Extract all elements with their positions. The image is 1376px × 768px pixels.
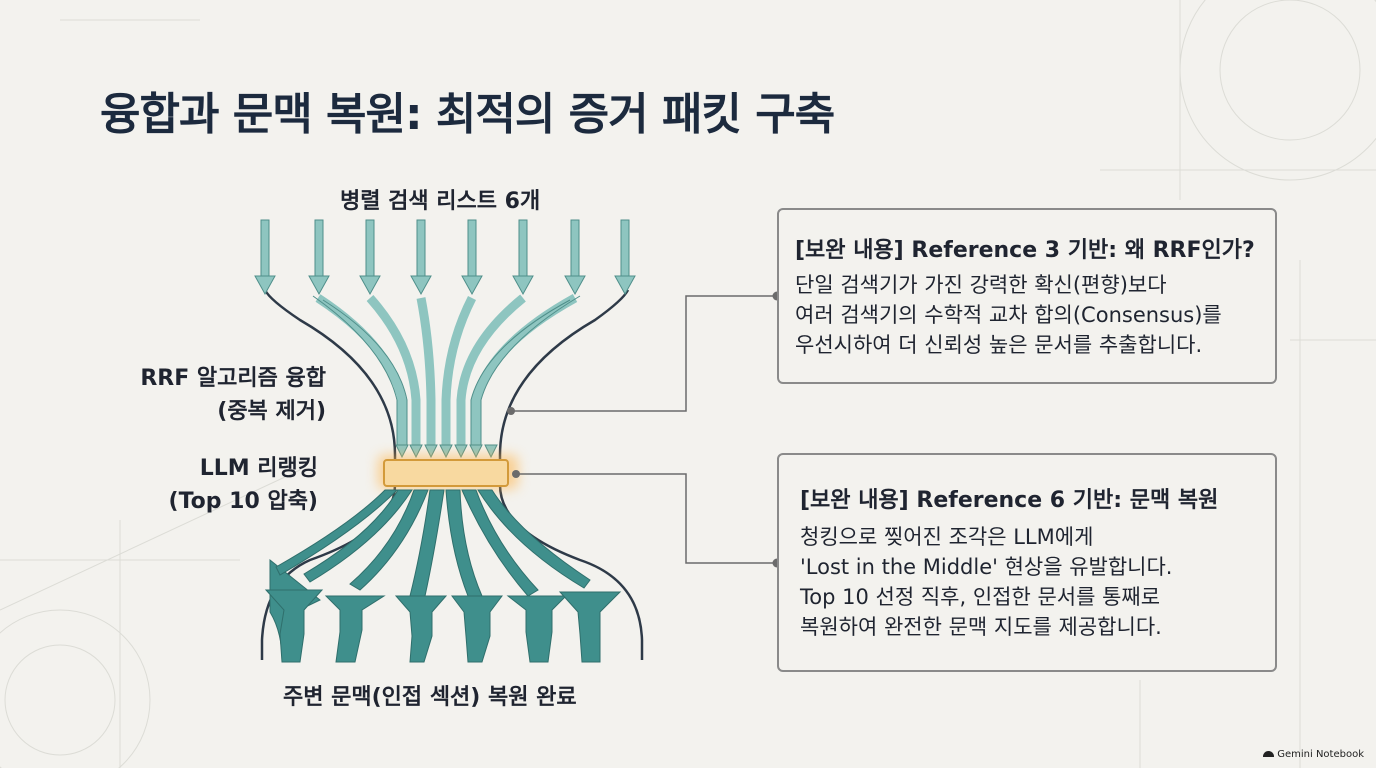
input-arrow <box>359 219 381 296</box>
context-restored-label: 주변 문맥(인접 섹션) 복원 완료 <box>283 685 577 710</box>
watermark-text: Gemini Notebook <box>1277 749 1364 760</box>
input-arrow <box>461 219 483 296</box>
input-arrow <box>564 219 586 296</box>
context-box-heading: [보완 내용] Reference 6 기반: 문맥 복원 <box>800 488 1219 513</box>
rrf-box-line: 여러 검색기의 수학적 교차 합의(Consensus)를 <box>795 303 1222 327</box>
input-arrow <box>254 219 276 296</box>
context-box-line: 복원하여 완전한 문맥 지도를 제공합니다. <box>800 615 1162 639</box>
context-box-line: 청킹으로 찢어진 조각은 LLM에게 <box>800 525 1094 549</box>
parallel-list-label: 병렬 검색 리스트 6개 <box>340 189 541 214</box>
context-box-line: 'Lost in the Middle' 현상을 유발합니다. <box>800 555 1173 579</box>
rrf-box-body: 단일 검색기가 가진 강력한 확신(편향)보다 여러 검색기의 수학적 교차 합… <box>795 270 1222 360</box>
input-arrow <box>308 219 330 296</box>
notebook-logo-icon <box>1263 751 1275 757</box>
rrf-box-heading: [보완 내용] Reference 3 기반: 왜 RRF인가? <box>795 238 1255 263</box>
output-arrow <box>324 489 429 663</box>
output-arrow <box>264 489 399 663</box>
page-title: 융합과 문맥 복원: 최적의 증거 패킷 구축 <box>100 89 835 140</box>
rrf-label: RRF 알고리즘 융합 (중복 제거) <box>140 362 326 428</box>
rrf-label-line1: RRF 알고리즘 융합 <box>140 366 326 391</box>
rerank-band <box>383 459 509 487</box>
context-box-line: Top 10 선정 직후, 인접한 문서를 통째로 <box>800 585 1161 609</box>
connector-rrf <box>511 295 777 412</box>
input-arrow <box>512 219 534 296</box>
rrf-explanation-box: [보완 내용] Reference 3 기반: 왜 RRF인가? 단일 검색기가… <box>777 208 1277 384</box>
context-restore-box: [보완 내용] Reference 6 기반: 문맥 복원 청킹으로 찢어진 조… <box>777 453 1277 672</box>
rrf-box-line: 단일 검색기가 가진 강력한 확신(편향)보다 <box>795 273 1167 297</box>
rrf-label-line2: (중복 제거) <box>217 399 326 424</box>
input-arrow <box>410 219 432 296</box>
llm-rerank-label: LLM 리랭킹 (Top 10 압축) <box>169 452 318 518</box>
output-arrow <box>461 489 568 663</box>
watermark: Gemini Notebook <box>1263 749 1364 760</box>
output-arrow <box>477 489 622 663</box>
output-arrow <box>445 489 503 663</box>
context-box-body: 청킹으로 찢어진 조각은 LLM에게 'Lost in the Middle' … <box>800 522 1173 642</box>
connector-dot <box>507 407 515 415</box>
llm-label-line2: (Top 10 압축) <box>168 489 318 514</box>
llm-label-line1: LLM 리랭킹 <box>199 456 318 481</box>
rrf-box-line: 우선시하여 더 신뢰성 높은 문서를 추출합니다. <box>795 333 1203 357</box>
input-arrow <box>614 219 636 296</box>
connector-llm <box>516 473 777 564</box>
output-arrow <box>394 489 448 663</box>
connector-dot <box>512 470 520 478</box>
